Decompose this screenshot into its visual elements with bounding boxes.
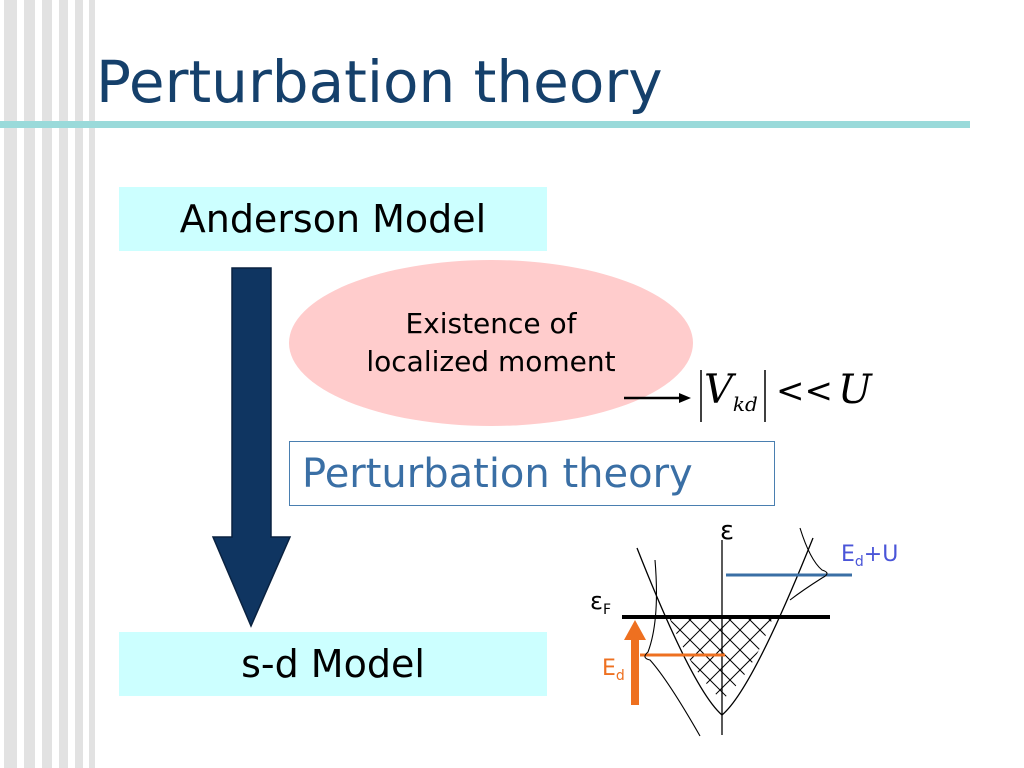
sd-model-box: s-d Model bbox=[119, 632, 547, 696]
formula-u: U bbox=[838, 367, 872, 413]
ellipse-line-1: Existence of bbox=[405, 307, 577, 340]
formula-v: V bbox=[704, 367, 733, 413]
slide-title: Perturbation theory bbox=[96, 48, 663, 116]
ed-peak-curve bbox=[644, 559, 701, 737]
stripe bbox=[24, 0, 35, 768]
ed-arrow-shaft bbox=[631, 638, 639, 705]
perturbation-theory-box: Perturbation theory bbox=[289, 441, 775, 506]
flow-down-arrow bbox=[211, 267, 292, 628]
ellipse-line-2: localized moment bbox=[366, 345, 616, 378]
decorative-stripes bbox=[0, 0, 100, 768]
perturbation-theory-label: Perturbation theory bbox=[302, 450, 693, 497]
formula-v-subscript: kd bbox=[732, 392, 758, 416]
condition-formula: Vkd bbox=[704, 367, 758, 416]
ed-label: Ed bbox=[602, 656, 625, 684]
anderson-model-box: Anderson Model bbox=[119, 187, 547, 251]
sd-model-label: s-d Model bbox=[241, 642, 425, 686]
stripe bbox=[75, 0, 83, 768]
stripe bbox=[4, 0, 17, 768]
parabolic-band bbox=[636, 537, 814, 716]
localized-moment-text: Existence of localized moment bbox=[289, 305, 693, 381]
fermi-energy-label: εF bbox=[590, 587, 612, 618]
title-underline bbox=[0, 121, 970, 128]
condition-arrow-head bbox=[679, 393, 691, 403]
ed-arrow-head bbox=[624, 620, 646, 640]
edu-label: Ed+U bbox=[841, 542, 899, 570]
edu-peak-curve bbox=[789, 527, 828, 601]
epsilon-axis-label: ε bbox=[720, 516, 735, 546]
formula-much-less-than: << bbox=[776, 371, 833, 411]
stripe bbox=[59, 0, 68, 768]
stripe bbox=[89, 0, 95, 768]
stripe bbox=[42, 0, 52, 768]
anderson-model-label: Anderson Model bbox=[179, 197, 487, 241]
